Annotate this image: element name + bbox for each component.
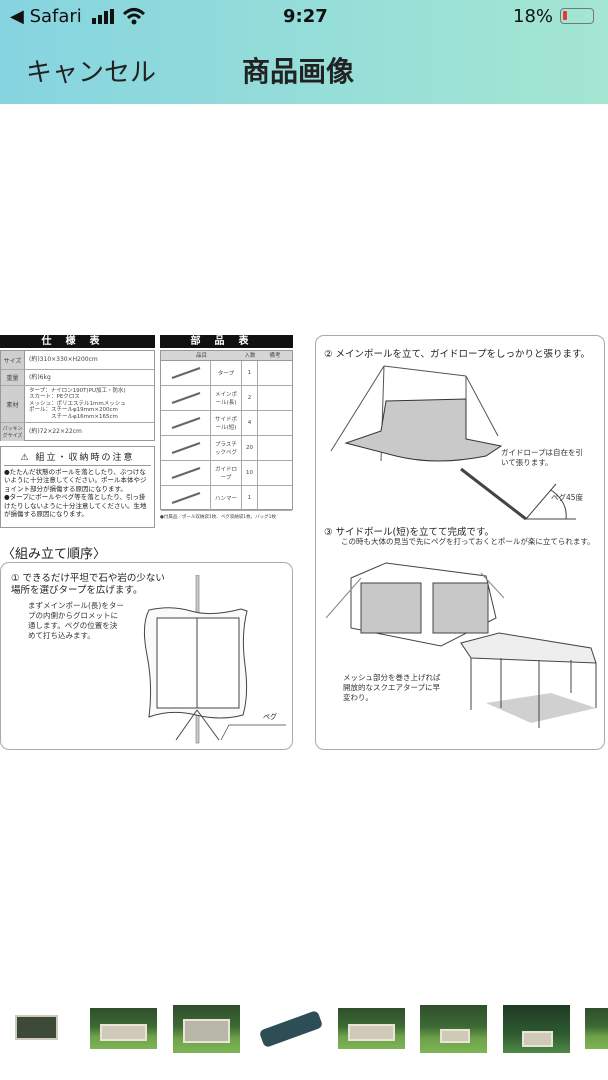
part-name: ハンマー [211,486,242,510]
clock: 9:27 [283,6,328,27]
part-illustration [161,361,211,385]
spec-label: サイズ [1,351,25,369]
tarp-layout-illustration [143,575,286,744]
part-illustration [161,486,211,510]
step1-box: ① できるだけ平坦で石や岩の少ない場所を選びタープを広げます。 まずメインポール… [0,562,293,750]
part-qty: 10 [242,461,258,485]
main-pole-illustration [330,365,503,462]
thumbnail[interactable] [258,1009,324,1049]
parts-row: ハンマー 1 [161,486,292,511]
part-remarks [258,411,292,435]
part-remarks [258,461,292,485]
caution-title: ⚠ 組立・収納時の注意 [4,450,151,466]
spec-value: (約)6kg [29,373,51,381]
spec-label: パッキングサイズ [1,423,25,441]
caution-item: ●たたんだ状態のポールを落としたり、ぶつけないように十分注意してください。ポール… [4,468,147,493]
cancel-button[interactable]: キャンセル [26,58,157,88]
parts-title: 部品表 [160,335,293,348]
part-illustration [161,386,211,410]
spec-value: タープ：ナイロン190T(PU加工・防水) スカート：PEクロス メッシュ：ポリ… [29,387,126,420]
column-header: 備考 [269,353,281,359]
spec-value: (約)72×22×22cm [29,428,82,436]
parts-note: ●付属品／ポール収納袋1枚、ペグ収納袋1枚、バッグ1枚 [160,515,277,520]
parts-table: 品目 入数 備考 タープ 1 メインポール(長) 2 サイドポール(短) 4 プ… [160,350,293,511]
column-header: 入数 [244,353,256,359]
battery-icon [560,8,594,24]
step2-title: ② メインポールを立て、ガイドロープをしっかりと張ります。 [324,349,591,360]
page-title: 商品画像 [242,55,355,88]
spec-label: 素材 [1,386,25,422]
step3-body: この時も大体の見当で先にペグを打っておくとポールが楽に立てられます。 [341,537,595,546]
part-name: プラスチックペグ [211,436,242,460]
parts-row: タープ 1 [161,361,292,386]
thumbnail[interactable] [173,1005,240,1053]
part-illustration [161,411,211,435]
part-illustration [161,436,211,460]
part-remarks [258,486,292,510]
part-remarks [258,361,292,385]
part-qty: 4 [242,411,258,435]
step3-title: ③ サイドポール(短)を立てて完成です。 [324,527,494,538]
part-illustration [161,461,211,485]
tent-complete-illustration [325,562,597,728]
thumbnail[interactable] [15,1012,58,1040]
peg-label: ペグ [263,713,277,721]
caution-item: ●タープにポールやペグ等を落としたり、引っ掛けたりしないように十分注意してくださ… [4,493,147,519]
part-name: タープ [211,361,242,385]
step3-note: メッシュ部分を巻き上げれば開放的なスクエアタープに早変わり。 [343,673,441,703]
wifi-icon [122,6,146,30]
step1-body: まずメインポール(長)をタープの内側からグロメットに通します。ペグの位置を決めて… [28,601,124,641]
spec-title: 仕様表 [0,335,155,348]
assembly-heading: 〈組み立て順序〉 [2,547,107,562]
thumbnail[interactable] [585,1008,608,1049]
rope-note: ガイドロープは自在を引いて張ります。 [501,448,584,468]
navigation-header: ◀ Safari 9:27 18% キャンセル 商品画像 [0,0,608,104]
thumbnail[interactable] [420,1005,487,1053]
part-name: ガイドロープ [211,461,242,485]
spec-value: (約)310×330×H200cm [29,356,98,364]
back-to-safari[interactable]: ◀ Safari [10,6,82,27]
parts-row: サイドポール(短) 4 [161,411,292,436]
part-qty: 2 [242,386,258,410]
angle-label: ペグ45度 [551,493,584,502]
spec-table: サイズ (約)310×330×H200cm 重量 (約)6kg 素材タープ：ナイロン… [0,350,155,441]
parts-row: プラスチックペグ 20 [161,436,292,461]
column-header: 品目 [195,353,207,359]
signal-icon [92,9,114,24]
thumbnail[interactable] [90,1008,157,1049]
thumbnail[interactable] [503,1005,570,1053]
steps-2-3-box: ② メインポールを立て、ガイドロープをしっかりと張ります。 ガイドロープは自在を… [315,335,605,750]
spec-label: 重量 [1,370,25,385]
part-qty: 1 [242,486,258,510]
battery-percent: 18% [513,6,554,27]
part-qty: 1 [242,361,258,385]
thumbnail[interactable] [338,1008,405,1049]
peg-angle-illustration [460,467,576,521]
part-remarks [258,436,292,460]
part-name: サイドポール(短) [211,411,242,435]
part-qty: 20 [242,436,258,460]
step1-title: ① できるだけ平坦で石や岩の少ない場所を選びタープを広げます。 [11,573,165,597]
parts-row: メインポール(長) 2 [161,386,292,411]
caution-box: ⚠ 組立・収納時の注意 ●たたんだ状態のポールを落としたり、ぶつけないように十分… [0,446,155,528]
parts-row: ガイドロープ 10 [161,461,292,486]
part-name: メインポール(長) [211,386,242,410]
part-remarks [258,386,292,410]
